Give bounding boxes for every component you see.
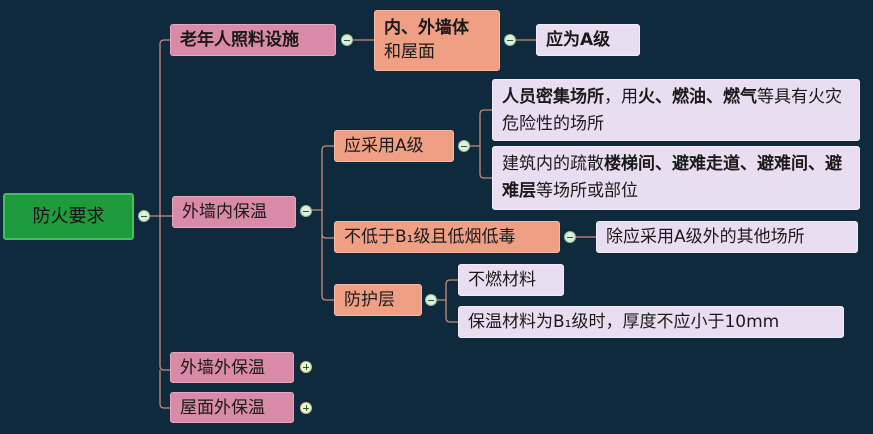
- branch-outer[interactable]: 外墙外保温: [170, 352, 294, 383]
- collapse-icon[interactable]: [425, 294, 437, 306]
- elderly-req-label: 应为A级: [546, 30, 611, 50]
- expand-icon[interactable]: [300, 361, 312, 373]
- root-label: 防火要求: [32, 205, 105, 227]
- leaf1-part4: 等具有火灾危险性的场所: [502, 87, 842, 134]
- branch-outer-label: 外墙外保温: [180, 357, 265, 378]
- expand-icon[interactable]: [300, 402, 312, 414]
- leaf-a-grade-2[interactable]: 建筑内的疏散楼梯间、避难走道、避难间、避难层等场所或部位: [492, 146, 860, 210]
- collapse-icon[interactable]: [138, 210, 150, 222]
- leaf-a-grade-1[interactable]: 人员密集场所，用火、燃油、燃气等具有火灾危险性的场所: [492, 79, 860, 141]
- protect-label: 防护层: [344, 290, 395, 310]
- branch-b1[interactable]: 不低于B₁级且低烟低毒: [334, 221, 560, 253]
- branch-a-grade[interactable]: 应采用A级: [334, 130, 454, 162]
- leaf-elderly-req[interactable]: 应为A级: [536, 24, 640, 56]
- leaf-b1[interactable]: 除应采用A级外的其他场所: [596, 221, 858, 253]
- branch-elderly-label: 老年人照料设施: [180, 30, 299, 50]
- collapse-icon[interactable]: [458, 140, 470, 152]
- a-grade-label: 应采用A级: [344, 136, 424, 156]
- protect-leaf2-label: 保温材料为B₁级时，厚度不应小于10mm: [468, 312, 780, 332]
- leaf2-part2: 楼梯间、避难走道、避难间、避难层: [502, 154, 842, 201]
- collapse-icon[interactable]: [564, 231, 576, 243]
- root-node[interactable]: 防火要求: [3, 193, 134, 240]
- leaf2-part1: 建筑内的疏散: [502, 154, 604, 174]
- collapse-icon[interactable]: [341, 34, 353, 46]
- branch-inner[interactable]: 外墙内保温: [172, 196, 296, 228]
- branch-inner-label: 外墙内保温: [182, 202, 267, 222]
- branch-roof-label: 屋面外保温: [180, 397, 265, 418]
- branch-roof[interactable]: 屋面外保温: [170, 392, 294, 423]
- leaf-protect-1[interactable]: 不燃材料: [458, 264, 564, 296]
- elderly-wall-line2: 和屋面: [384, 42, 435, 62]
- elderly-wall-line1: 内、外墙体: [384, 18, 469, 38]
- collapse-icon[interactable]: [300, 205, 312, 217]
- protect-leaf1-label: 不燃材料: [468, 270, 536, 290]
- leaf1-part3: 火、燃油、燃气: [638, 87, 757, 107]
- branch-elderly-wall[interactable]: 内、外墙体 和屋面: [374, 10, 500, 71]
- collapse-icon[interactable]: [504, 34, 516, 46]
- branch-protect[interactable]: 防护层: [334, 284, 422, 316]
- leaf1-part2: ，用: [604, 87, 638, 107]
- b1-leaf-label: 除应采用A级外的其他场所: [606, 227, 805, 247]
- leaf1-part1: 人员密集场所: [502, 87, 604, 107]
- b1-label: 不低于B₁级且低烟低毒: [344, 227, 516, 247]
- branch-elderly[interactable]: 老年人照料设施: [170, 24, 336, 56]
- leaf-protect-2[interactable]: 保温材料为B₁级时，厚度不应小于10mm: [458, 306, 844, 338]
- leaf2-part3: 等场所或部位: [536, 181, 638, 201]
